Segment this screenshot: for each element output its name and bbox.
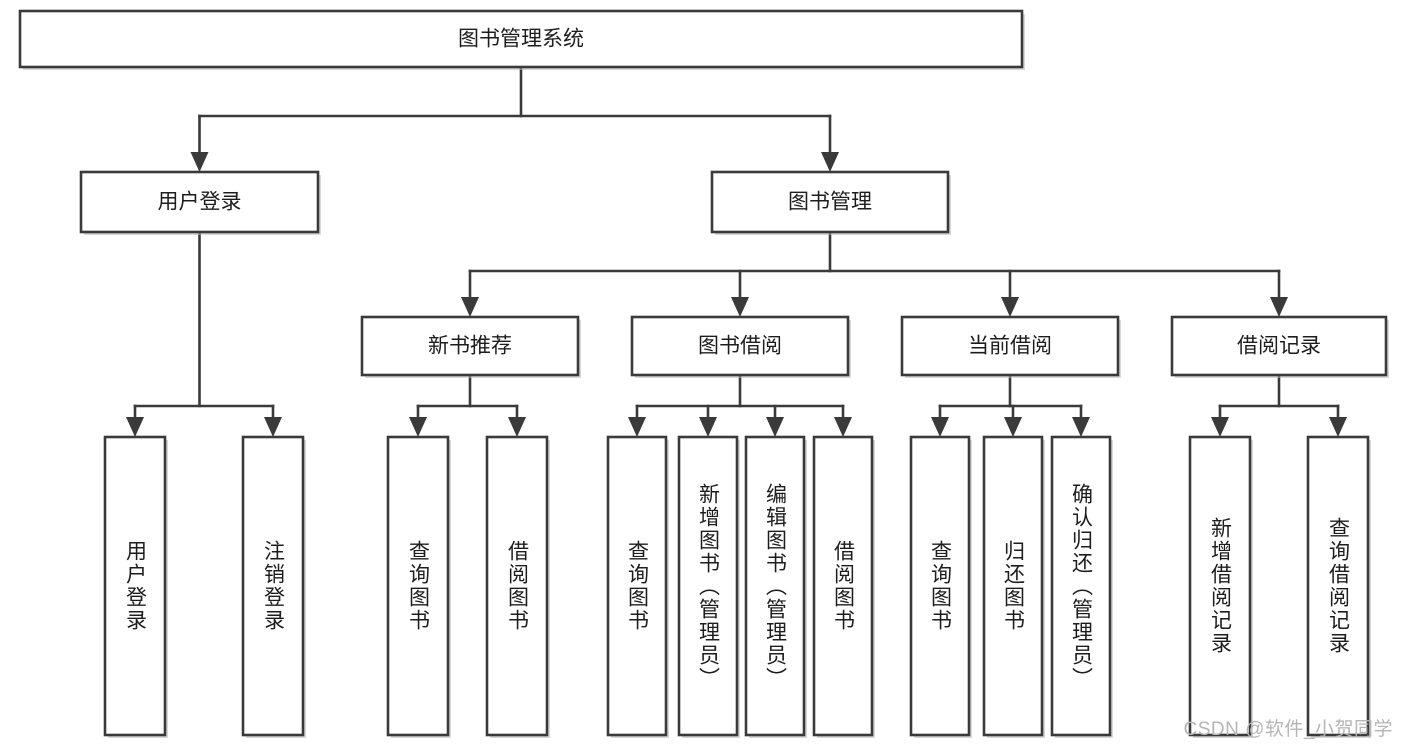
node-leaf-rec-query-book[interactable] <box>386 435 451 738</box>
arrow-head-icon <box>628 417 646 437</box>
node-leaf-add-record[interactable] <box>1188 435 1253 738</box>
arrow-head-icon <box>1072 417 1090 437</box>
node-leaf-query-record[interactable] <box>1306 435 1371 738</box>
node-leaf-edit-book[interactable] <box>744 435 807 738</box>
node-user-login[interactable]: 用户登录 <box>79 170 321 235</box>
node-label: 图书借阅 <box>698 335 782 358</box>
node-label: 用户登录 <box>158 191 242 214</box>
arrow-head-icon <box>409 417 427 437</box>
arrow-head-icon <box>766 417 784 437</box>
arrow-head-icon <box>1004 417 1022 437</box>
node-leaf-rec-borrow-book[interactable] <box>485 435 550 738</box>
node-box[interactable] <box>79 170 320 234</box>
node-leaf-borrow-query-book[interactable] <box>606 435 669 738</box>
node-borrow-record[interactable]: 借阅记录 <box>1170 315 1389 378</box>
node-label: 图书管理 <box>788 191 872 214</box>
node-book-manage[interactable]: 图书管理 <box>710 170 951 235</box>
node-leaf-cur-query-book[interactable] <box>909 435 972 738</box>
node-box[interactable] <box>909 435 971 737</box>
node-box[interactable] <box>1170 315 1388 377</box>
node-leaf-return-book[interactable] <box>982 435 1045 738</box>
arrow-head-icon <box>821 152 839 172</box>
node-label: 借阅记录 <box>1237 335 1321 358</box>
arrow-head-icon <box>461 297 479 317</box>
node-label: 新书推荐 <box>428 335 512 358</box>
arrow-head-icon <box>931 417 949 437</box>
node-box[interactable] <box>982 435 1044 737</box>
node-box[interactable] <box>386 435 450 737</box>
node-box[interactable] <box>812 435 874 737</box>
node-box[interactable] <box>677 435 739 737</box>
arrow-head-icon <box>126 417 144 437</box>
node-box[interactable] <box>360 315 580 377</box>
arrow-head-icon <box>1211 417 1229 437</box>
arrow-head-icon <box>508 417 526 437</box>
node-box[interactable] <box>606 435 668 737</box>
arrow-head-icon <box>264 417 282 437</box>
node-label: 图书管理系统 <box>458 28 584 51</box>
node-leaf-borrow-book[interactable] <box>812 435 875 738</box>
arrow-head-icon <box>731 297 749 317</box>
node-label: 当前借阅 <box>968 335 1052 358</box>
node-box[interactable] <box>744 435 806 737</box>
node-box[interactable] <box>103 435 167 737</box>
node-box[interactable] <box>1306 435 1370 737</box>
node-root[interactable]: 图书管理系统 <box>18 9 1025 70</box>
node-box[interactable] <box>18 9 1024 69</box>
node-box[interactable] <box>900 315 1120 377</box>
node-leaf-user-login[interactable] <box>103 435 168 738</box>
node-box[interactable] <box>710 170 950 234</box>
node-leaf-add-book[interactable] <box>677 435 740 738</box>
node-box[interactable] <box>1188 435 1252 737</box>
arrow-head-icon <box>1329 417 1347 437</box>
node-box[interactable] <box>485 435 549 737</box>
node-box[interactable] <box>1050 435 1112 737</box>
arrow-head-icon <box>1001 297 1019 317</box>
node-leaf-logout[interactable] <box>241 435 306 738</box>
watermark: CSDN @软件_小贺同学 <box>1183 719 1393 740</box>
arrow-head-icon <box>699 417 717 437</box>
node-current-borrow[interactable]: 当前借阅 <box>900 315 1121 378</box>
node-leaf-confirm-return[interactable] <box>1050 435 1113 738</box>
connector-layer <box>126 65 1347 437</box>
arrow-head-icon <box>834 417 852 437</box>
node-box[interactable] <box>241 435 305 737</box>
arrow-head-icon <box>1270 297 1288 317</box>
node-book-borrow[interactable]: 图书借阅 <box>630 315 851 378</box>
node-new-book-rec[interactable]: 新书推荐 <box>360 315 581 378</box>
arrow-head-icon <box>190 152 209 172</box>
node-box[interactable] <box>630 315 850 377</box>
